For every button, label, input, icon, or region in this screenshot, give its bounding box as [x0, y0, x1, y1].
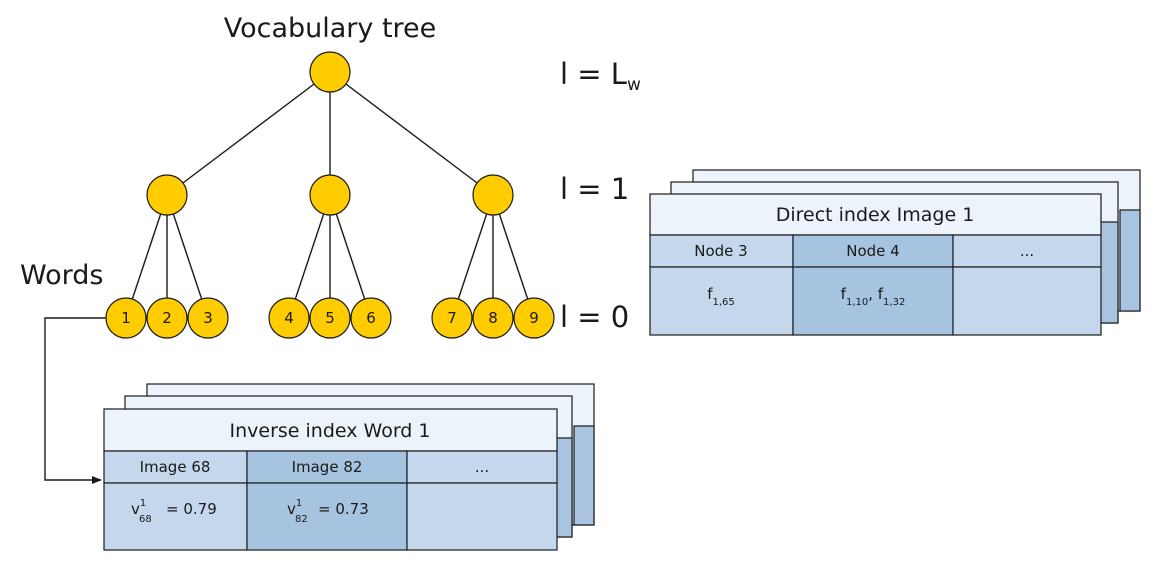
inverse-index-title: Inverse index Word 1: [229, 420, 430, 442]
edge-right-9: [492, 194, 535, 319]
leaf-node-6: [350, 297, 392, 339]
inverse-index-stack: Inverse index Word 1 Image 68 Image 82 .…: [103, 383, 595, 551]
direct-index-back-layer-2-band: [1119, 209, 1141, 312]
inverse-index-body-col3: [406, 482, 558, 551]
root-node: [309, 51, 351, 93]
leaf-label-4: 4: [284, 309, 294, 327]
leaf-label-8: 8: [488, 309, 498, 327]
inverse-index-header-image68: Image 68: [140, 458, 211, 476]
leaf-label-2: 2: [162, 309, 172, 327]
direct-index-body-col3: [952, 266, 1102, 336]
inverse-index-header-more: ...: [475, 458, 489, 476]
direct-index-title-bar: [649, 193, 1102, 236]
edge-root-right: [329, 71, 494, 196]
direct-index-title: Direct index Image 1: [776, 204, 975, 226]
level1-node-middle: [309, 174, 351, 216]
inverse-index-header-col3: [406, 450, 558, 484]
leaf-node-9: [513, 297, 555, 339]
leaf-label-7: 7: [447, 309, 457, 327]
leaf-label-5: 5: [325, 309, 335, 327]
inverse-index-title-bar: [103, 408, 558, 452]
direct-index-table: Direct index Image 1 Node 3 Node 4 ... f…: [649, 193, 1102, 336]
inverse-index-body-col1: [103, 482, 248, 551]
level-label-middle: l = 1: [560, 172, 629, 206]
direct-index-header-col2: [792, 234, 954, 268]
leaf-label-9: 9: [529, 309, 539, 327]
level-label-top: l = Lw: [560, 57, 641, 95]
direct-index-header-col1: [649, 234, 794, 268]
direct-index-header-node4: Node 4: [846, 242, 899, 260]
tree-title: Vocabulary tree: [224, 13, 437, 44]
leaf-label-3: 3: [203, 309, 213, 327]
direct-index-body-col1: [649, 266, 794, 336]
leaf-labels: 1 2 3 4 5 6 7 8 9: [121, 309, 539, 327]
word-to-inverse-arrow: [44, 317, 106, 484]
inverse-index-header-col2: [246, 450, 408, 484]
direct-index-header-more: ...: [1020, 242, 1034, 260]
level-label-bottom: l = 0: [560, 300, 629, 334]
direct-index-cell-node3: f1,65: [707, 285, 735, 308]
edge-middle-6: [329, 194, 372, 319]
inverse-index-table: Inverse index Word 1 Image 68 Image 82 .…: [103, 408, 558, 551]
edge-middle-4: [288, 194, 331, 319]
edge-left-3: [166, 194, 209, 319]
inverse-index-back-layer-2-band: [573, 425, 595, 526]
leaf-label-1: 1: [121, 309, 131, 327]
direct-index-stack: Direct index Image 1 Node 3 Node 4 ... f…: [649, 169, 1141, 336]
tree-nodes: [105, 51, 555, 339]
level1-node-right: [472, 174, 514, 216]
inverse-index-body-col2: [246, 482, 408, 551]
edge-root-left: [166, 71, 331, 196]
leaf-node-2: [146, 297, 188, 339]
leaf-node-8: [472, 297, 514, 339]
direct-index-body-col2: [792, 266, 954, 336]
inverse-index-header-image82: Image 82: [292, 458, 363, 476]
direct-index-header-node3: Node 3: [694, 242, 747, 260]
edge-right-7: [451, 194, 494, 319]
edge-left-1: [125, 194, 168, 319]
leaf-label-6: 6: [366, 309, 376, 327]
leaf-node-4: [268, 297, 310, 339]
leaf-node-7: [431, 297, 473, 339]
level1-node-left: [146, 174, 188, 216]
direct-index-cell-node4: f1,10, f1,32: [841, 285, 906, 308]
words-label: Words: [20, 260, 103, 291]
direct-index-header-col3: [952, 234, 1102, 268]
leaf-node-3: [187, 297, 229, 339]
leaf-node-5: [309, 297, 351, 339]
